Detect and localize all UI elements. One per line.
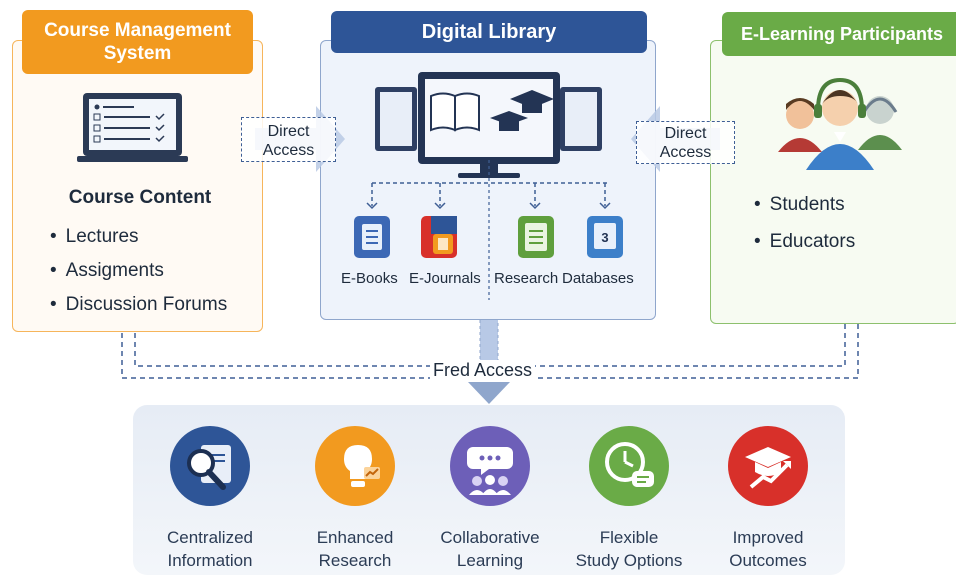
list-item: Discussion Forums <box>50 288 228 322</box>
resource-label-ebooks: E-Books <box>341 270 398 287</box>
lightbulb-chart-icon <box>315 426 395 506</box>
graduation-cap-arrow-icon <box>728 426 808 506</box>
benefit-label-line2: Research <box>318 551 392 570</box>
direct-access-left: Direct Access <box>241 117 336 162</box>
benefit-label-line2: Information <box>167 551 253 570</box>
benefit-label-line1: Enhanced <box>316 528 394 547</box>
benefit-label-line2: Study Options <box>575 551 683 570</box>
list-item: Assigments <box>50 254 227 288</box>
benefit-centralized-information: Centralized Information <box>140 425 280 572</box>
benefit-improved-outcomes: Improved Outcomes <box>698 425 838 572</box>
direct-access-right: Direct Access <box>636 121 735 164</box>
magnifier-document-icon <box>170 426 250 506</box>
benefit-label-line1: Improved <box>732 528 804 547</box>
clock-chat-icon <box>589 426 669 506</box>
benefit-label-line2: Outcomes <box>729 551 807 570</box>
benefit-collaborative-learning: Collaborative Learning <box>420 425 560 572</box>
benefit-label-line1: Flexible <box>599 528 659 547</box>
course-content-title: Course Content <box>68 187 212 208</box>
list-item: Students <box>754 186 855 223</box>
course-content-list: Lectures Assigments Discussion Forums <box>50 220 228 322</box>
list-item: Lectures <box>50 220 227 254</box>
benefit-label-line2: Learning <box>456 551 524 570</box>
library-header: Digital Library <box>331 11 647 53</box>
resource-label-databases: Databases <box>562 270 634 287</box>
access-label-line1: Direct <box>664 125 707 142</box>
benefit-flexible-study-options: Flexible Study Options <box>559 425 699 572</box>
cms-header: Course Management System <box>22 10 253 74</box>
access-label-line2: Access <box>659 144 712 161</box>
resource-label-ejournals: E-Journals <box>409 270 481 287</box>
participants-panel <box>710 40 956 324</box>
access-label-line1: Direct <box>267 123 310 140</box>
access-label-line2: Access <box>262 142 315 159</box>
fred-access-label: Fred Access <box>430 360 536 381</box>
benefit-label-line1: Collaborative <box>440 528 540 547</box>
participants-header: E-Learning Participants <box>722 12 956 56</box>
resource-label-research: Research <box>494 270 559 287</box>
list-item: Educators <box>754 223 856 260</box>
benefit-enhanced-research: Enhanced Research <box>285 425 425 572</box>
chat-people-icon <box>450 426 530 506</box>
benefit-label-line1: Centralized <box>167 528 253 547</box>
participants-list: Students Educators <box>754 186 856 260</box>
